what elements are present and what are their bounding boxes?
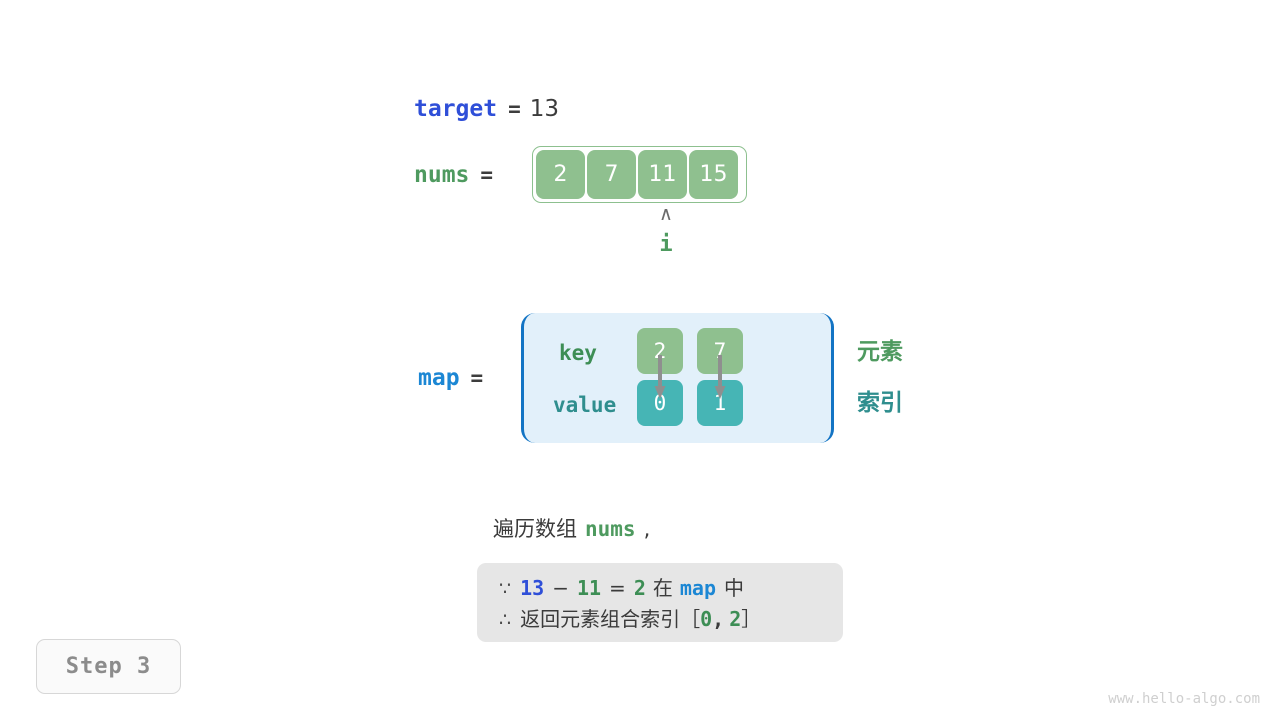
target-variable-name: target bbox=[414, 96, 498, 122]
result-index-1: 0 bbox=[700, 607, 713, 631]
map-value-row-label: value bbox=[553, 393, 617, 417]
map-key-cell: 2 bbox=[637, 328, 683, 374]
nums-equals-sign: = bbox=[480, 163, 494, 187]
caption-code-token: nums bbox=[585, 517, 636, 541]
eq-map-token: map bbox=[679, 576, 716, 600]
caption-line: 遍历数组 nums , bbox=[493, 513, 650, 543]
eq-zhong-text: 中 bbox=[723, 576, 744, 600]
step-badge: Step 3 bbox=[36, 639, 181, 694]
target-equals-sign: = bbox=[508, 97, 521, 121]
map-key-cell: 7 bbox=[697, 328, 743, 374]
explanation-box: ∵ 13 − 11 = 2 在 map 中 ∴ 返回元素组合索引 ［ 0 , 2… bbox=[477, 563, 843, 642]
because-symbol-icon: ∵ bbox=[499, 578, 512, 600]
nums-array: 2 7 11 15 bbox=[532, 146, 747, 203]
target-declaration: target = 13 bbox=[414, 92, 559, 126]
map-value-cell: 0 bbox=[637, 380, 683, 426]
caret-up-icon: ∧ bbox=[659, 203, 673, 225]
result-bracket-open: ［ bbox=[680, 607, 701, 631]
pointer-label: i bbox=[659, 232, 673, 257]
map-container: key value 2 7 0 1 bbox=[521, 313, 834, 443]
array-cell: 7 bbox=[587, 150, 636, 199]
result-text: 返回元素组合索引 bbox=[520, 607, 681, 631]
map-declaration: map = bbox=[418, 362, 483, 394]
result-bracket-close: ］ bbox=[741, 607, 762, 631]
result-index-2: 2 bbox=[729, 607, 742, 631]
nums-variable-name: nums bbox=[414, 162, 470, 188]
eq-minus-sign: − bbox=[552, 576, 569, 600]
map-indices-label: 索引 bbox=[857, 390, 903, 416]
map-key-row-label: key bbox=[559, 341, 597, 365]
therefore-symbol-icon: ∴ bbox=[499, 609, 512, 631]
caption-suffix: , bbox=[643, 517, 651, 541]
map-elements-label: 元素 bbox=[857, 339, 903, 365]
map-value-cell: 1 bbox=[697, 380, 743, 426]
caption-prefix: 遍历数组 bbox=[493, 517, 577, 541]
map-equals-sign: = bbox=[470, 366, 484, 390]
array-cell: 15 bbox=[689, 150, 738, 199]
explanation-line-2: ∴ 返回元素组合索引 ［ 0 , 2 ］ bbox=[499, 603, 821, 634]
index-pointer: ∧ i bbox=[646, 203, 686, 260]
array-cell: 2 bbox=[536, 150, 585, 199]
explanation-line-1: ∵ 13 − 11 = 2 在 map 中 bbox=[499, 572, 821, 603]
watermark: www.hello-algo.com bbox=[1108, 691, 1260, 707]
eq-operand-current: 11 bbox=[576, 576, 602, 600]
result-comma: , bbox=[712, 607, 725, 631]
eq-equals-sign: = bbox=[609, 576, 626, 600]
map-variable-name: map bbox=[418, 365, 460, 391]
eq-zai-text: 在 bbox=[652, 576, 673, 600]
nums-declaration: nums = bbox=[414, 158, 502, 192]
eq-result: 2 bbox=[633, 576, 646, 600]
array-cell: 11 bbox=[638, 150, 687, 199]
eq-operand-target: 13 bbox=[520, 576, 545, 600]
target-value: 13 bbox=[529, 96, 560, 122]
